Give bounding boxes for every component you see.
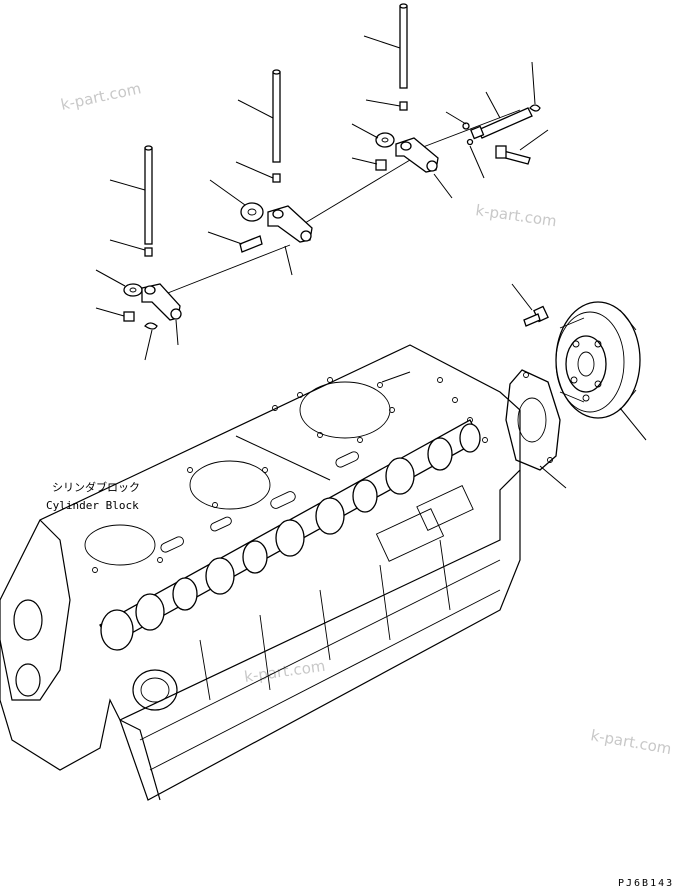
thrust-plate-gasket — [505, 369, 561, 471]
rocker-assembly-2 — [239, 202, 313, 253]
push-rod-3 — [399, 3, 408, 89]
leader-lines — [95, 35, 647, 489]
watermark-3: k-part.com — [243, 657, 326, 686]
push-rod-2 — [272, 69, 281, 163]
cylinder-block-label-en: Cylinder Block — [46, 499, 139, 512]
push-rod-1 — [144, 145, 153, 245]
rocker-shaft-end — [462, 104, 541, 146]
shaft-bolt — [495, 145, 531, 165]
watermark-2: k-part.com — [474, 201, 557, 230]
cylinder-block — [0, 344, 521, 801]
watermark-4: k-part.com — [589, 726, 673, 758]
cylinder-block-label-jp: シリンダブロック — [52, 480, 140, 494]
watermark-1: k-part.com — [59, 79, 143, 114]
drawing-code: PJ6B143 — [618, 878, 674, 889]
rocker-assembly-3 — [375, 132, 439, 173]
camshaft-gear — [555, 301, 641, 419]
camshaft — [99, 419, 481, 651]
deck-holes — [92, 377, 488, 573]
rocker-shaft-axis — [149, 109, 521, 301]
rocker-assembly-1 — [123, 283, 182, 330]
cam-gear-bolt — [523, 305, 549, 327]
